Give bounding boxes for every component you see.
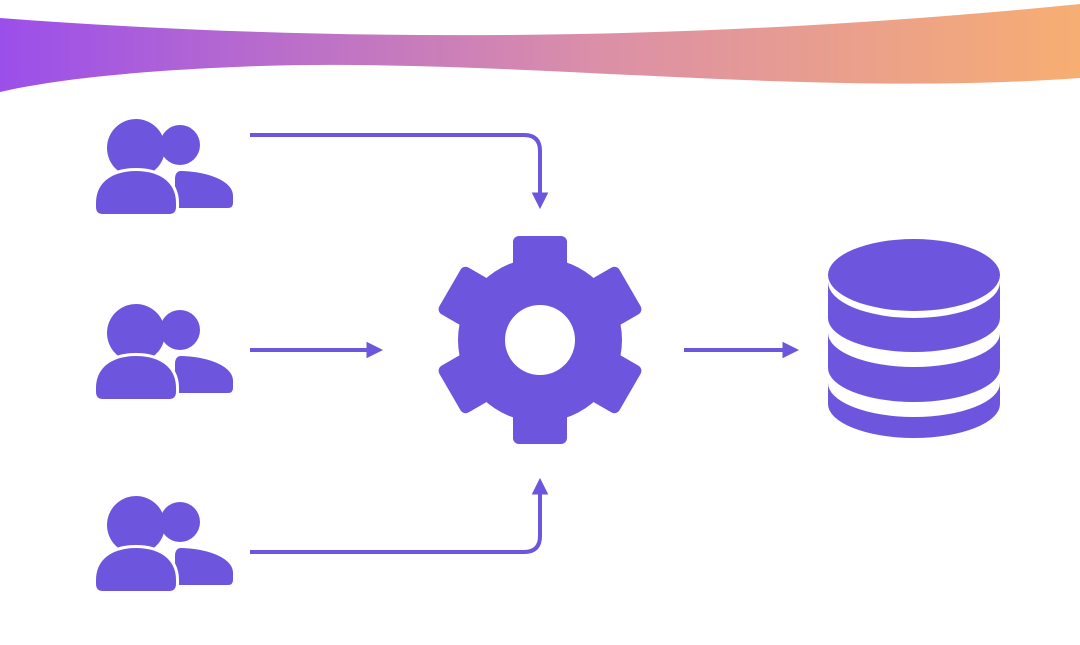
connector-users-top-to-processor <box>250 133 549 210</box>
gear-icon <box>438 236 642 444</box>
users-icon <box>93 119 233 217</box>
users-icon <box>93 304 233 402</box>
gear-tooth <box>513 236 567 280</box>
users-icon <box>93 496 233 594</box>
gear-tooth <box>438 348 500 414</box>
top-banner-wave <box>0 4 1080 92</box>
connectors <box>250 133 800 554</box>
gear-tooth <box>580 348 642 414</box>
database-icon <box>828 239 1000 438</box>
gear-hole <box>505 305 575 375</box>
gear-tooth <box>513 400 567 444</box>
gear-tooth <box>438 266 500 332</box>
connector-users-bottom-to-processor <box>250 477 549 554</box>
gear-tooth <box>580 266 642 332</box>
